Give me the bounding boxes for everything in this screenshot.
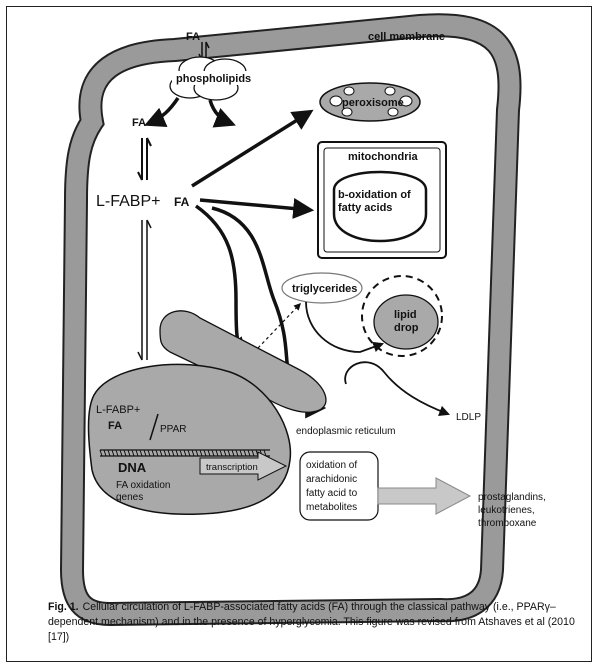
caption-text: Cellular circulation of L-FABP-associate… [48,601,575,643]
er-label: endoplasmic reticulum [296,426,396,437]
prostaglandins-label-3: thromboxane [478,518,537,529]
prostaglandins-label-1: prostaglandins, [478,492,546,503]
arrow-phospholipids-to-fa [144,97,180,128]
lipid-drop-label-2: drop [394,322,419,334]
fa-nucleus-label: FA [108,420,122,432]
fa-ox-genes-label-2: genes [116,492,143,503]
lfabp-nucleus-label: L-FABP+ [96,404,140,416]
ppar-label: PPAR [160,424,187,435]
arrow-to-peroxisome [191,109,314,188]
transcription-label: transcription [206,462,258,473]
arrow-phospholipids-right [208,99,236,128]
ldlp-label: LDLP [456,412,481,423]
fa-top-label: FA [186,31,200,43]
fa-lfabp-exchange-arrows [137,137,152,181]
b-oxidation-label-1: b-oxidation of [338,189,411,201]
arrow-lipid-drop-to-ldlp [344,361,451,416]
phospholipids-label: phospholipids [176,73,251,85]
dna-strand [99,449,270,457]
ppar-slash [149,413,159,441]
peroxisome-label: peroxisome [342,97,404,109]
dna-label: DNA [118,460,147,475]
prostaglandins-label-2: leukotrienes, [478,505,535,516]
cell-membrane [59,13,522,627]
b-oxidation-label-2: fatty acids [338,202,392,214]
endoplasmic-reticulum [159,310,327,413]
triglycerides-bubble [281,272,363,304]
mitochondria [317,141,447,259]
peroxisome [319,82,421,122]
fa-ox-genes-label-1: FA oxidation [116,480,170,491]
figure-number: Fig. 1. [48,601,79,613]
lfabp-nucleus-transport [137,219,152,361]
fa-left-label: FA [132,117,146,129]
arrow-er-to-triglycerides [257,302,301,349]
figure-caption: Fig. 1.Cellular circulation of L-FABP-as… [48,600,580,645]
cell-membrane-label: cell membrane [368,31,445,43]
lfabp-main-label: L-FABP+ [96,193,160,210]
oxidation-label-4: metabolites [306,502,357,513]
nucleus [87,363,292,515]
oxidation-label-3: fatty acid to [306,488,358,499]
oxidation-box [299,451,379,521]
figure-frame [6,6,592,662]
oxidation-label-2: arachidonic [306,474,357,485]
fa-main-label: FA [174,195,190,209]
transcription-arrow [199,451,288,481]
lipid-drop [361,275,443,357]
arrow-triglycerides-to-lipid-drop [305,301,385,353]
phospholipids-shape [169,56,252,101]
lipid-drop-label-1: lipid [394,309,417,321]
arrow-to-mitochondria [199,198,315,219]
triglycerides-label: triglycerides [292,283,357,295]
metabolites-arrow [377,477,472,515]
oxidation-label-1: oxidation of [306,460,357,471]
mitochondria-label: mitochondria [348,151,419,163]
